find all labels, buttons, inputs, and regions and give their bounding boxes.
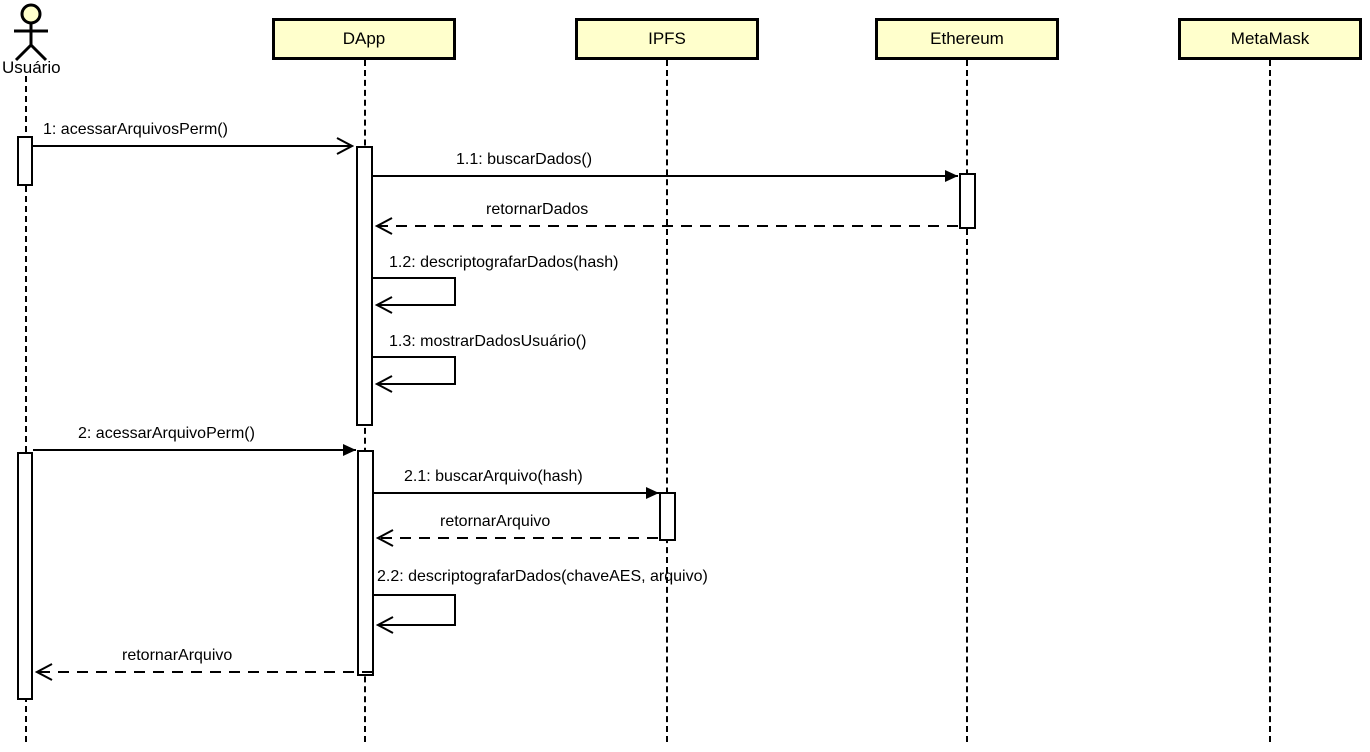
lifeline-label-ipfs: IPFS bbox=[648, 29, 686, 48]
message-label-1: 1: acessarArquivosPerm() bbox=[43, 121, 228, 138]
activation-bar-ethereum-1[interactable] bbox=[959, 173, 976, 229]
activation-bar-usuario-1[interactable] bbox=[17, 136, 33, 186]
message-label-2-2: 2.2: descriptografarDados(chaveAES, arqu… bbox=[377, 568, 708, 585]
message-label-1-2: 1.2: descriptografarDados(hash) bbox=[389, 254, 619, 271]
lifeline-label-metamask: MetaMask bbox=[1230, 29, 1310, 48]
message-label-2-1-return: retornarArquivo bbox=[440, 513, 551, 530]
message-label-1-1: 1.1: buscarDados() bbox=[456, 151, 593, 168]
lifeline-line-metamask bbox=[1269, 60, 1271, 742]
lifeline-header-ipfs[interactable]: IPFS bbox=[575, 18, 759, 60]
lifeline-header-ethereum[interactable]: Ethereum bbox=[875, 18, 1059, 60]
message-arrow-1-2-self[interactable] bbox=[373, 277, 456, 305]
lifeline-header-metamask[interactable]: MetaMask bbox=[1178, 18, 1362, 60]
lifeline-label-ethereum: Ethereum bbox=[930, 29, 1004, 48]
lifeline-line-ipfs bbox=[666, 60, 668, 742]
activation-bar-dapp-2[interactable] bbox=[357, 450, 374, 676]
message-label-2: 2: acessarArquivoPerm() bbox=[78, 425, 255, 442]
message-label-2-1: 2.1: buscarArquivo(hash) bbox=[404, 468, 583, 485]
actor-label-usuario: Usuário bbox=[2, 58, 61, 77]
lifeline-header-dapp[interactable]: DApp bbox=[272, 18, 456, 60]
activation-bar-usuario-2[interactable] bbox=[17, 452, 33, 700]
message-label-1-3: 1.3: mostrarDadosUsuário() bbox=[389, 333, 587, 350]
lifeline-label-dapp: DApp bbox=[342, 29, 386, 48]
message-label-2-return: retornarArquivo bbox=[122, 647, 233, 664]
lifeline-line-usuario bbox=[25, 76, 27, 742]
message-label-1-1-return: retornarDados bbox=[486, 201, 589, 218]
message-arrow-1-3-self[interactable] bbox=[373, 356, 456, 384]
activation-bar-dapp-1[interactable] bbox=[356, 146, 373, 426]
message-arrow-2-2-self[interactable] bbox=[374, 594, 456, 625]
lifeline-line-ethereum bbox=[966, 60, 968, 742]
actor-icon-usuario bbox=[14, 3, 48, 62]
activation-bar-ipfs-1[interactable] bbox=[659, 492, 676, 541]
